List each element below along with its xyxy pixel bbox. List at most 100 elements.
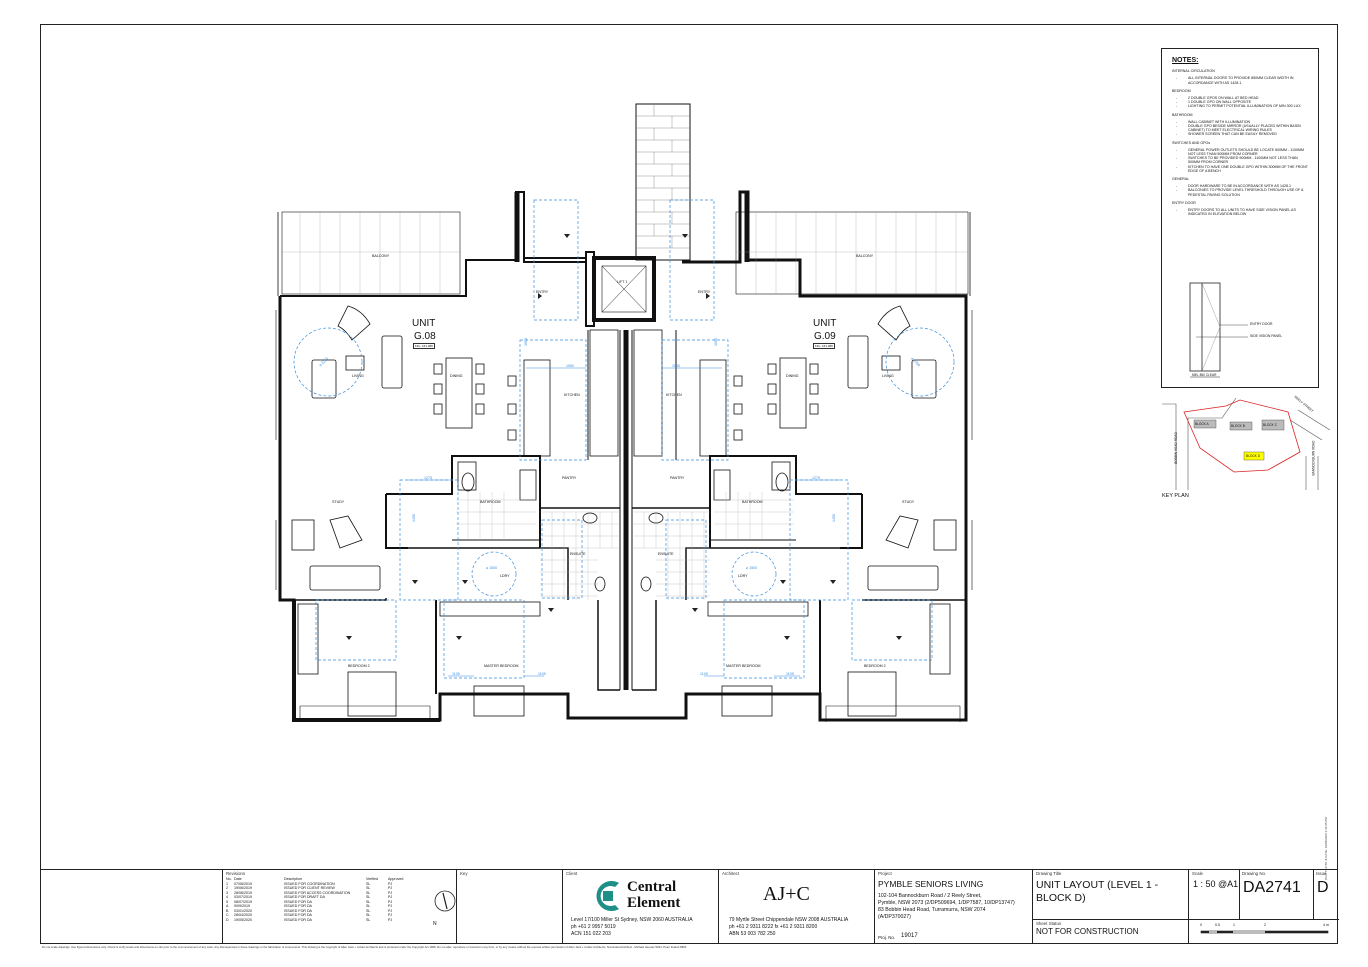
footer-disclaimer: Do not scale drawings. Use figured dimen… <box>42 945 687 949</box>
revision-cell: 03/07/2019 <box>234 895 252 899</box>
revision-cell: ISSUED FOR DRAFT DA <box>284 895 325 899</box>
dim-master-left-a: 1105 <box>452 672 460 676</box>
notes-item: DOUBLE GPO BESIDE MIRROR (USUALLY PLACED… <box>1172 124 1310 132</box>
notes-section-heading: ENTRY DOOR <box>1172 200 1196 205</box>
project-label: Project <box>878 871 892 876</box>
revision-cell: ISSUED FOR COORDINATION <box>284 881 335 886</box>
room-label-pantry-right: PANTRY <box>670 476 685 480</box>
room-label-pantry-left: PANTRY <box>562 476 577 480</box>
revision-cell: No. <box>226 877 232 881</box>
notes-section: ENTRY DOORENTRY DOORS TO ALL UNITS TO HA… <box>1172 201 1310 217</box>
drawing-no-label: Drawing No. <box>1242 871 1267 876</box>
keyplan-block-c: BLOCK C <box>1263 423 1277 427</box>
dim-study-left: 1275 <box>424 476 432 480</box>
drawing-title-line2: BLOCK D) <box>1036 892 1086 904</box>
notes-section: BATHROOMWALL CABINET WITH ILLUMINATIONDO… <box>1172 113 1310 137</box>
revision-cell: SL <box>366 904 371 908</box>
revision-cell: PJ <box>388 917 393 922</box>
keyplan-street-bobbin: BOBBIN HEAD ROAD <box>1173 432 1178 464</box>
notes-section-heading: SWITCHES AND GPOs <box>1172 140 1211 145</box>
door-label-entry: ENTRY DOOR <box>1250 322 1273 326</box>
notes-panel: NOTES: INTERNAL CIRCULATIONALL INTERNAL … <box>1161 48 1319 388</box>
room-label-entry-left: ENTRY <box>536 290 549 294</box>
dim-hall-right: 1450 <box>832 514 836 522</box>
architect-logo: AJ+C <box>763 883 810 905</box>
notes-item: BALCONIES TO PROVIDE LEVEL THRESHOLD THR… <box>1172 188 1310 196</box>
unit-g09-ffl: FFL: 161.280 <box>813 343 835 349</box>
notes-item: GENERAL POWER OUTLETS SHOULD BE LOCATE 6… <box>1172 148 1310 156</box>
revision-cell: B <box>226 908 229 913</box>
revision-cell: 5 <box>226 899 228 904</box>
revision-cell: PJ <box>388 881 393 886</box>
notes-item: DOOR HARDWARE TO BE IN ACCORDANCE WITH A… <box>1172 184 1310 188</box>
project-panel: Project PYMBLE SENIORS LIVING 102-104 Ba… <box>874 869 1032 944</box>
revision-cell: SL <box>366 908 371 913</box>
room-label-lift: LIFT 1 <box>617 280 628 284</box>
unit-g08-id: G.08 <box>414 331 436 342</box>
architect-label: Architect <box>722 871 740 876</box>
keyplan-title: KEY PLAN <box>1162 493 1189 499</box>
central-element-logo-icon <box>596 881 619 911</box>
scale-label: Scale <box>1192 871 1203 876</box>
north-arrow-icon <box>434 890 456 912</box>
sheet-status-rule <box>1033 919 1189 920</box>
revision-cell: PJ <box>388 904 393 908</box>
dim-study-right: 1275 <box>812 476 820 480</box>
keyplan-block-a: BLOCK A <box>1195 422 1209 426</box>
revision-cell: ISSUED FOR DA <box>284 917 312 922</box>
notes-section-heading: INTERNAL CIRCULATION <box>1172 69 1215 74</box>
client-label: Client <box>566 871 578 876</box>
revision-cell: 07/06/2019 <box>234 881 252 886</box>
dim-master-right-b: 1105 <box>786 672 794 676</box>
project-address-4: (A/DP370027) <box>878 914 911 920</box>
room-label-master-right: MASTER BEDROOM <box>726 664 761 668</box>
revision-cell: Approved <box>388 877 404 881</box>
revision-cell: 28/06/2019 <box>234 890 252 895</box>
revision-cell: SL <box>366 895 371 899</box>
notes-item: SWITCHES TO BE PROVIDED 900MM - 1100MM N… <box>1172 156 1310 164</box>
architect-phone: ph +61 2 9311 8222 fx +61 2 9311 8200 <box>729 924 818 930</box>
room-label-bedroom2-left: BEDROOM 2 <box>348 664 370 668</box>
revision-cell: Verified <box>366 877 378 881</box>
client-phone: ph +61 2 9957 5019 <box>571 924 616 930</box>
revision-cell: 28/04/2020 <box>234 913 252 917</box>
notes-item: LIGHTING TO PERMIT POTENTIAL ILLUMINATIO… <box>1172 104 1310 108</box>
revision-cell: 03/01/2020 <box>234 908 252 913</box>
drawing-title-line1: UNIT LAYOUT (LEVEL 1 - <box>1036 879 1159 891</box>
revision-cell: D <box>226 917 229 922</box>
revision-cell: SL <box>366 890 371 895</box>
notes-item: KITCHEN TO HAVE ONE DOUBLE GPO WITHIN 30… <box>1172 165 1310 173</box>
dim-entry-left: 1000 <box>524 338 528 346</box>
architect-panel: Architect AJ+C 79 Myrtle Street Chippend… <box>718 869 874 944</box>
drawing-no-divider <box>1239 869 1240 919</box>
notes-sections: INTERNAL CIRCULATIONALL INTERNAL DOORS T… <box>1172 69 1310 216</box>
revision-cell: PJ <box>388 913 393 917</box>
notes-section: INTERNAL CIRCULATIONALL INTERNAL DOORS T… <box>1172 69 1310 85</box>
room-label-dining-left: DINING <box>450 374 463 378</box>
room-label-balcony-right: BALCONY <box>856 254 874 258</box>
unit-g08-label: UNIT <box>412 318 436 329</box>
revision-cell: ISSUED FOR ACCESS COORDINATION <box>284 890 351 895</box>
revision-cell: SL <box>366 917 371 922</box>
dim-kitchen-right: 1550 <box>672 364 680 368</box>
revision-cell: SL <box>366 881 371 886</box>
dim-master-left-b: 1105 <box>538 672 546 676</box>
keyplan-street-bannockburn: BANNOCKBURN ROAD <box>1311 440 1316 476</box>
revision-cell: PJ <box>388 908 393 913</box>
room-label-bathroom-left: BATHROOM <box>480 500 501 504</box>
revision-cell: PJ <box>388 886 393 890</box>
room-label-bedroom2-right: BEDROOM 2 <box>864 664 886 668</box>
client-panel: Client Central Element Level 17/100 Mill… <box>562 869 718 944</box>
revision-cell: ISSUED FOR DA <box>284 904 312 908</box>
entry-door-elevation <box>1189 282 1248 378</box>
notes-item: WALL CABINET WITH ILLUMINATION <box>1172 120 1310 124</box>
issue-divider <box>1313 869 1314 919</box>
scalebar-2: 2 <box>1264 923 1266 927</box>
dim-entry-right: 1000 <box>714 338 718 346</box>
revision-cell: 1 <box>226 881 228 886</box>
key-panel: Key N <box>433 869 562 944</box>
